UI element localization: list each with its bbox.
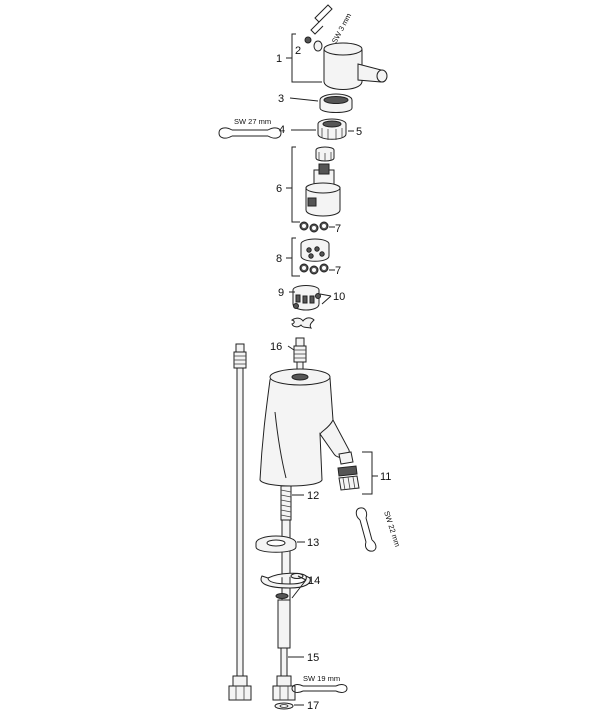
wrench-19-tool: SW 19 mm — [291, 674, 348, 693]
callout-7b: 7 — [335, 265, 341, 277]
callout-1: 1 — [276, 53, 282, 65]
callout-4: 4 — [279, 124, 285, 136]
wrench-19-label: SW 19 mm — [303, 674, 340, 683]
part-4-5-nut — [317, 118, 347, 140]
callout-14: 14 — [308, 575, 320, 587]
callout-16: 16 — [270, 341, 282, 353]
part-3-cover-ring — [319, 93, 353, 113]
part-11-aerator — [337, 451, 360, 491]
callout-7a: 7 — [335, 223, 341, 235]
part-9-10-insert — [292, 285, 321, 311]
callout-9: 9 — [278, 287, 284, 299]
callout-15: 15 — [307, 652, 319, 664]
left-supply-hose — [228, 343, 252, 701]
part-15-supply-hose — [272, 647, 296, 701]
hex-key-label: SW 3 mm — [330, 12, 353, 45]
cross-clip — [290, 317, 315, 329]
mixer-body — [259, 368, 350, 487]
part-2-screw — [304, 36, 323, 52]
callout-8: 8 — [276, 253, 282, 265]
bracket-11 — [362, 451, 378, 495]
part-6-cartridge — [305, 146, 341, 217]
bracket-1 — [286, 33, 322, 83]
callout-11: 11 — [380, 471, 391, 483]
callout-5: 5 — [356, 126, 362, 138]
part-17-seal — [274, 702, 294, 710]
callout-3: 3 — [278, 93, 284, 105]
part-13-washer — [255, 535, 297, 553]
wrench-27-tool: SW 27 mm — [218, 117, 282, 139]
callout-13: 13 — [307, 537, 319, 549]
callout-12: 12 — [307, 490, 319, 502]
wrench-22-label: SW 22 mm — [382, 510, 402, 548]
part-8-valve-disc — [300, 238, 330, 262]
callout-17: 17 — [307, 700, 319, 712]
bracket-6 — [286, 146, 300, 223]
callout-2: 2 — [295, 45, 301, 57]
wrench-27-label: SW 27 mm — [234, 117, 271, 126]
wrench-22-tool: SW 22 mm — [355, 507, 402, 552]
part-7-seals-b — [299, 263, 329, 275]
callout-10: 10 — [333, 291, 345, 303]
part-7-seals-a — [299, 221, 329, 233]
hex-key-tool: SW 3 mm — [310, 4, 353, 45]
part-14-mounting-plate — [260, 572, 311, 649]
bracket-8 — [286, 237, 300, 277]
part-1-handle — [323, 42, 388, 90]
callout-6: 6 — [276, 183, 282, 195]
